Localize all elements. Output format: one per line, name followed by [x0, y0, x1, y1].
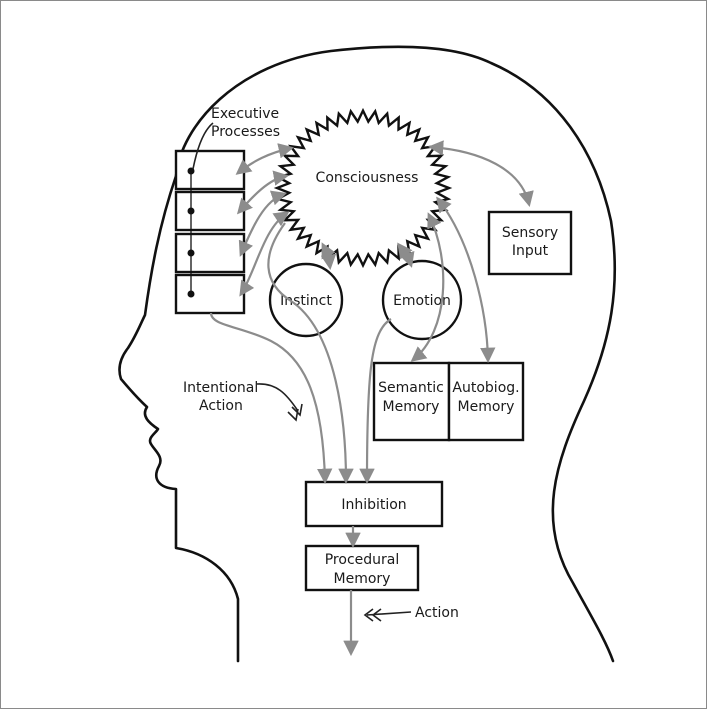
procedural-memory-box: [304, 544, 420, 592]
arrow-emotion-to-inhibition: [359, 318, 392, 485]
arrow-instinct: [320, 242, 337, 271]
semantic-label-line1: Semantic: [378, 380, 444, 396]
arrow-instinct-to-inhibition: [267, 222, 354, 485]
executive-box-1: [174, 149, 246, 191]
executive-label-line1: Executive: [211, 106, 279, 122]
arrow-autobiog: [436, 196, 496, 364]
action-label: Action: [415, 605, 459, 621]
procedural-label-line2: Memory: [334, 571, 391, 587]
inhibition-box: [304, 480, 444, 528]
arrow-exec-1: [235, 143, 295, 175]
intentional-pointer: [256, 383, 303, 422]
inhibition-label: Inhibition: [341, 497, 406, 513]
autobiog-label-line1: Autobiog.: [452, 380, 519, 396]
executive-dot-3: [187, 249, 195, 257]
executive-dot-1: [187, 167, 195, 175]
semantic-label-line2: Memory: [383, 399, 440, 415]
executive-box-4: [174, 273, 246, 315]
intentional-label-line1: Intentional: [183, 380, 258, 396]
intentional-label-line2: Action: [199, 398, 243, 414]
consciousness-burst: [273, 107, 453, 269]
executive-pointer: [192, 122, 214, 170]
sensory-input-box: [487, 210, 573, 276]
arrow-emotion: [397, 242, 415, 268]
procedural-label-line1: Procedural: [325, 552, 400, 568]
arrow-sensory: [427, 140, 534, 208]
instinct-label: Instinct: [280, 293, 332, 309]
executive-dot-2: [187, 207, 195, 215]
arrows: [209, 140, 534, 657]
arrow-exec-to-inhibition: [209, 312, 333, 485]
sensory-label-line2: Input: [512, 243, 549, 259]
executive-box-2: [174, 190, 246, 232]
autobiog-label-line2: Memory: [458, 399, 515, 415]
arrow-exec-4: [239, 211, 290, 297]
executive-processes: [174, 149, 246, 315]
sensory-label-line1: Sensory: [502, 225, 558, 241]
action-pointer: [363, 608, 412, 622]
consciousness-label: Consciousness: [316, 170, 419, 186]
executive-box-3: [174, 232, 246, 274]
head-outline: [118, 45, 617, 663]
arrow-exec-2: [236, 170, 290, 215]
executive-label-line2: Processes: [211, 124, 280, 140]
executive-dot-4: [187, 290, 195, 298]
